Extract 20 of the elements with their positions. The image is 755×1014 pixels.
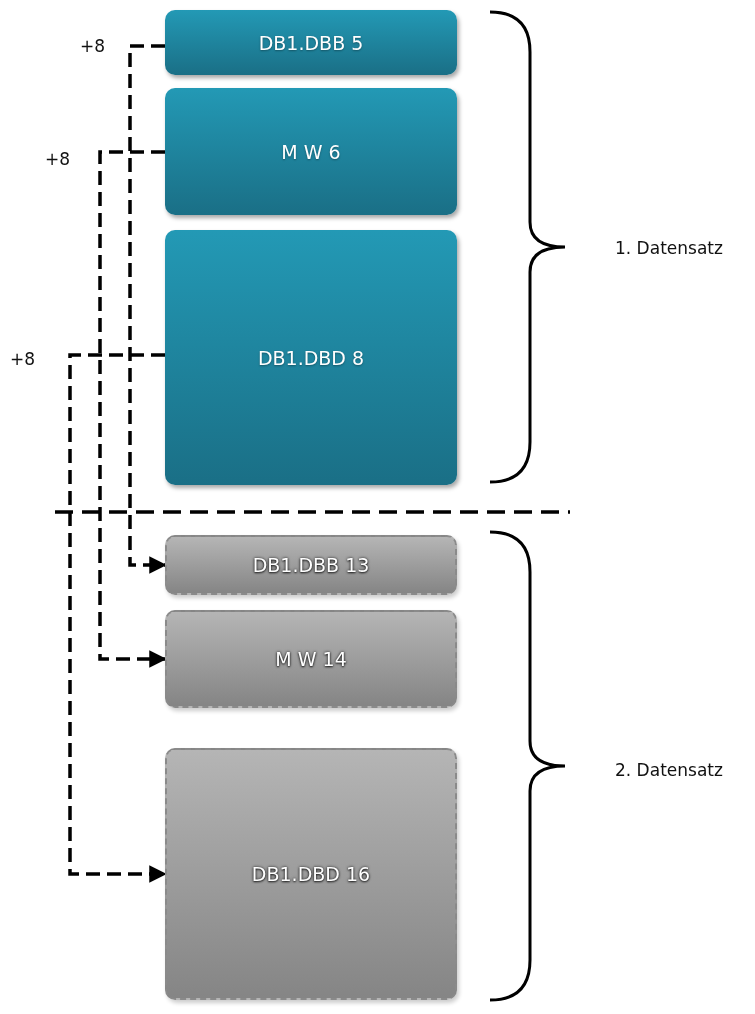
box-label: M W 6 — [281, 140, 341, 163]
dashed-memory-box — [165, 610, 457, 708]
memory-box — [165, 230, 457, 485]
arrow — [68, 353, 167, 883]
group-label: 1. Datensatz — [615, 238, 723, 258]
edge-label: +8 — [80, 36, 106, 56]
memory-box — [165, 88, 457, 215]
box-label: M W 14 — [275, 648, 347, 670]
dashed-memory-box — [165, 535, 457, 595]
memory-box — [165, 10, 457, 75]
arrow — [98, 150, 167, 668]
box-label: DB1.DBB 13 — [252, 554, 370, 576]
box-label: DB1.DBD 8 — [257, 346, 365, 369]
edge-label: +8 — [45, 149, 71, 169]
box-label: DB1.DBD 16 — [251, 863, 371, 885]
box-label: DB1.DBB 5 — [258, 31, 364, 54]
edge-label: +8 — [10, 349, 36, 369]
dashed-memory-box — [165, 748, 457, 1000]
group-label: 2. Datensatz — [615, 760, 723, 780]
arrow — [128, 44, 167, 574]
